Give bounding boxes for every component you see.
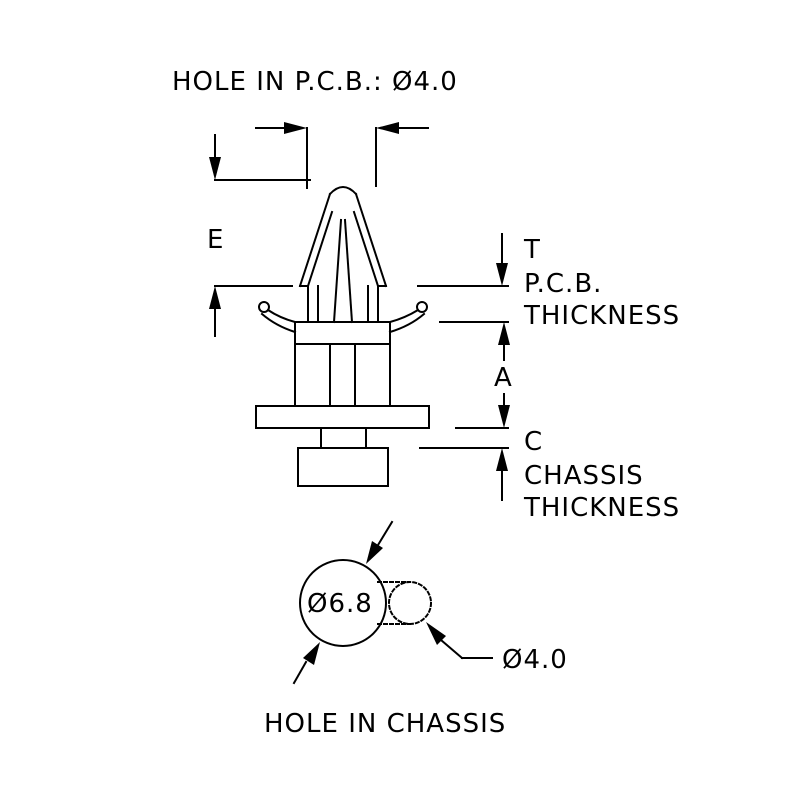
t-label: T (523, 235, 541, 265)
arrow-icon (303, 642, 320, 665)
a-dimension (455, 322, 510, 429)
fastener-drawing (255, 186, 430, 487)
t-dimension (417, 233, 509, 323)
small-diameter-label: Ø4.0 (502, 645, 568, 675)
arrow-right-icon (284, 122, 307, 134)
arrow-down-icon (496, 263, 508, 286)
arrow-up-icon (209, 286, 221, 309)
chassis-thickness-line1: CHASSIS (524, 461, 644, 491)
arrow-icon (366, 541, 383, 564)
chassis-hole-drawing (292, 520, 493, 685)
a-label: A (494, 363, 513, 393)
arrow-down-icon (498, 405, 510, 428)
arrow-up-icon (498, 322, 510, 345)
big-diameter-label: Ø6.8 (307, 589, 373, 619)
e-label: E (207, 225, 224, 255)
pcb-thickness-line2: THICKNESS (523, 301, 680, 331)
c-label: C (524, 427, 543, 457)
arrow-up-icon (496, 448, 508, 471)
pcb-hole-label: HOLE IN P.C.B.: Ø4.0 (172, 67, 458, 97)
arrow-left-icon (376, 122, 399, 134)
chassis-hole-label: HOLE IN CHASSIS (264, 709, 506, 739)
e-dimension (209, 134, 311, 337)
pcb-thickness-line1: P.C.B. (524, 269, 602, 299)
arrow-down-icon (209, 157, 221, 180)
chassis-thickness-line2: THICKNESS (523, 493, 680, 523)
pcb-hole-dimension (255, 122, 429, 189)
c-dimension (419, 447, 509, 501)
